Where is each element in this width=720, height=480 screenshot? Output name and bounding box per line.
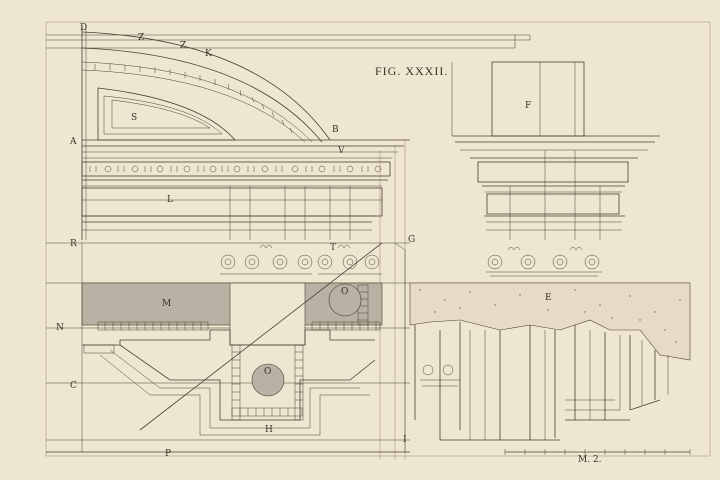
label-N: N — [56, 323, 64, 333]
column-entablature-elevation — [451, 61, 660, 277]
pediment-entablature — [46, 25, 531, 460]
label-R: R — [70, 239, 77, 249]
label-I: I — [403, 435, 407, 445]
label-F: F — [525, 101, 531, 111]
figure-title: FIG. XXXII. — [375, 64, 448, 78]
label-A: A — [69, 137, 77, 147]
label-B: B — [332, 125, 339, 135]
label-E: E — [545, 293, 552, 303]
label-D: D — [80, 23, 87, 33]
label-Z-1: Z — [138, 33, 144, 43]
label-V: V — [337, 146, 345, 156]
label-O-upper: O — [341, 287, 348, 297]
label-C: C — [70, 381, 77, 391]
label-Z-2: Z — [180, 41, 186, 51]
label-L: L — [167, 195, 173, 205]
soffit-plan — [46, 242, 690, 453]
label-P: P — [165, 449, 171, 459]
label-T: T — [330, 243, 336, 253]
perspective-section-ruin — [409, 282, 691, 455]
label-G: G — [408, 235, 415, 245]
label-O-lower: O — [264, 367, 271, 377]
label-H: H — [265, 425, 273, 435]
plate-border — [45, 21, 711, 457]
label-S: S — [131, 113, 137, 123]
label-M: M — [162, 299, 171, 309]
label-K: K — [205, 49, 212, 59]
corinthian-capitals — [220, 244, 382, 275]
scale-label: M. 2. — [578, 455, 602, 465]
